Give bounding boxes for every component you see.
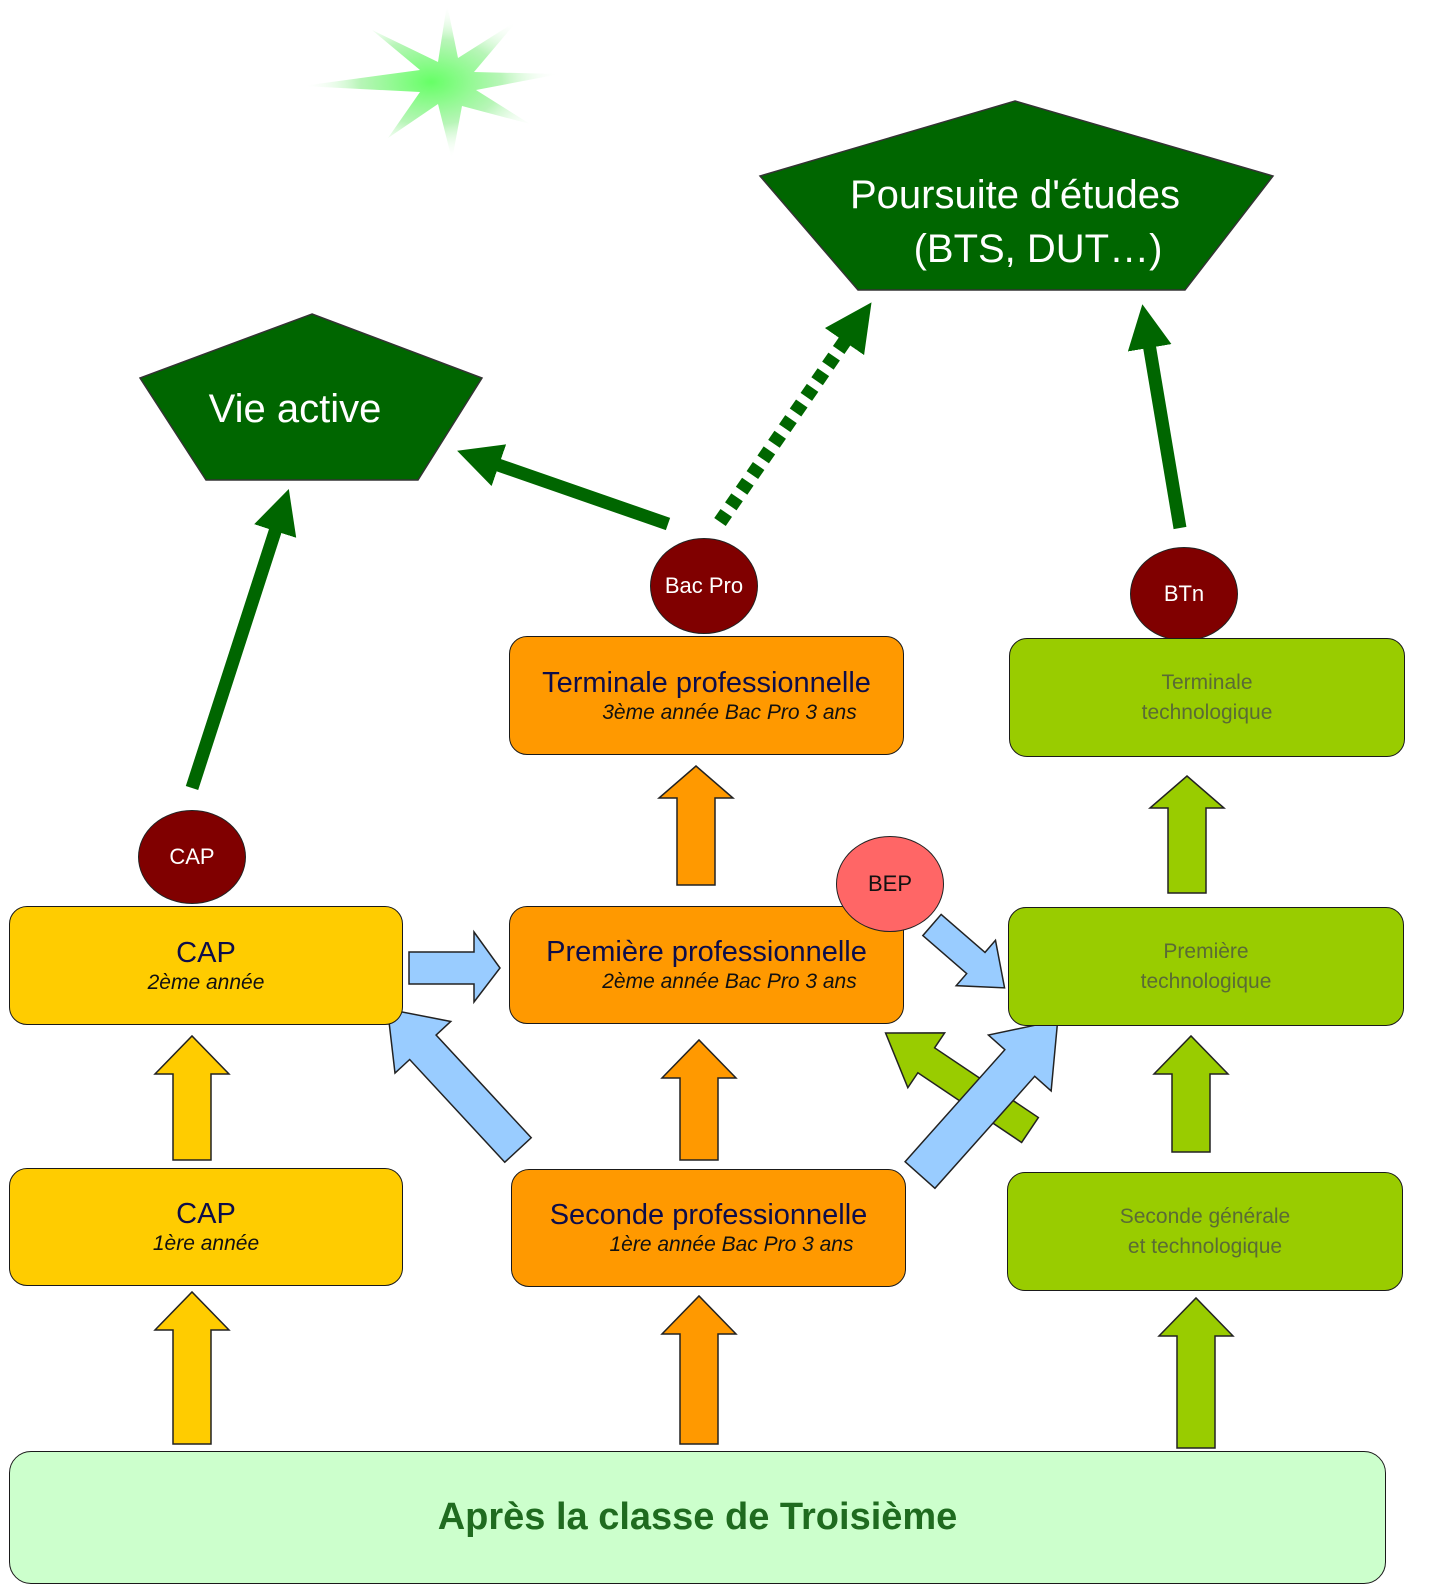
- seconde-gt-line1: Seconde générale: [1119, 1204, 1291, 1228]
- cap-year2-title: CAP: [176, 936, 236, 969]
- cap-year2-sub: 2ème année: [147, 970, 265, 994]
- apres-troisieme-label: Après la classe de Troisième: [437, 1496, 958, 1538]
- seconde-pro-box: Seconde professionnelle 1ère année Bac P…: [511, 1169, 906, 1287]
- poursuite-etudes-line1: Poursuite d'études: [849, 173, 1181, 217]
- badge-bac-pro: Bac Pro: [650, 538, 758, 634]
- terminale-tech-line2: technologique: [1141, 700, 1273, 724]
- premiere-tech-box: Première technologique: [1008, 907, 1404, 1026]
- bep-to-premiere-tech-arrow: [921, 913, 1006, 989]
- seconde-pro-title: Seconde professionnelle: [549, 1199, 868, 1231]
- tech-entry-arrow: [1157, 1296, 1235, 1449]
- cap-entry-arrow: [153, 1290, 231, 1445]
- poursuite-etudes-label: Poursuite d'études (BTS, DUT…): [780, 168, 1250, 276]
- premiere-tech-line1: Première: [1163, 939, 1249, 963]
- vie-active-shape: [138, 313, 484, 481]
- premiere-pro-box: Première professionnelle 2ème année Bac …: [509, 906, 904, 1024]
- bacpro-to-etudes-dotted-arrow: [714, 302, 872, 526]
- cap-to-premiere-pro-arrow: [408, 929, 501, 1005]
- poursuite-etudes-shape: [758, 100, 1275, 291]
- tech-premiere-to-terminale-arrow: [1147, 775, 1227, 894]
- badge-bep: BEP: [836, 836, 944, 932]
- terminale-tech-box: Terminale technologique: [1009, 638, 1405, 757]
- premiere-pro-sub: 2ème année Bac Pro 3 ans: [602, 970, 857, 993]
- terminale-pro-box: Terminale professionnelle 3ème année Bac…: [509, 636, 904, 755]
- seconde-pro-to-cap-arrow: [386, 1008, 533, 1164]
- apres-troisieme-banner: Après la classe de Troisième: [9, 1451, 1386, 1584]
- cap-year1-title: CAP: [176, 1198, 236, 1230]
- seconde-gt-box: Seconde générale et technologique: [1007, 1172, 1403, 1291]
- bacpro-to-vie-active-arrow: [457, 444, 671, 531]
- terminale-pro-title: Terminale professionnelle: [542, 666, 871, 699]
- premiere-pro-title: Première professionnelle: [546, 936, 867, 968]
- tech-seconde-to-premiere-arrow: [1152, 1034, 1230, 1153]
- pro-seconde-to-premiere-arrow: [660, 1038, 738, 1161]
- cap-to-vie-active-arrow: [185, 488, 297, 791]
- seconde-pro-to-premiere-tech-arrow: [904, 1019, 1059, 1190]
- terminale-tech-line1: Terminale: [1161, 670, 1253, 694]
- pro-entry-arrow: [660, 1294, 738, 1445]
- seconde-pro-sub: 1ère année Bac Pro 3 ans: [609, 1233, 854, 1256]
- premiere-tech-line2: technologique: [1140, 969, 1272, 993]
- starburst-decoration: [302, 4, 560, 160]
- seconde-gt-line2: et technologique: [1127, 1234, 1283, 1258]
- cap-year1-box: CAP 1ère année: [9, 1168, 403, 1286]
- poursuite-etudes-line2: (BTS, DUT…): [913, 227, 1163, 271]
- vie-active-label: Vie active: [208, 387, 382, 431]
- badge-btn: BTn: [1130, 547, 1238, 641]
- cap-year1-sub: 1ère année: [152, 1232, 260, 1255]
- pro-premiere-to-terminale-arrow: [656, 765, 736, 886]
- cap-year1-to-year2-arrow: [153, 1034, 231, 1161]
- btn-to-etudes-arrow: [1127, 304, 1187, 530]
- terminale-pro-sub: 3ème année Bac Pro 3 ans: [602, 700, 857, 724]
- cap-year2-box: CAP 2ème année: [9, 906, 403, 1025]
- badge-cap: CAP: [138, 810, 246, 904]
